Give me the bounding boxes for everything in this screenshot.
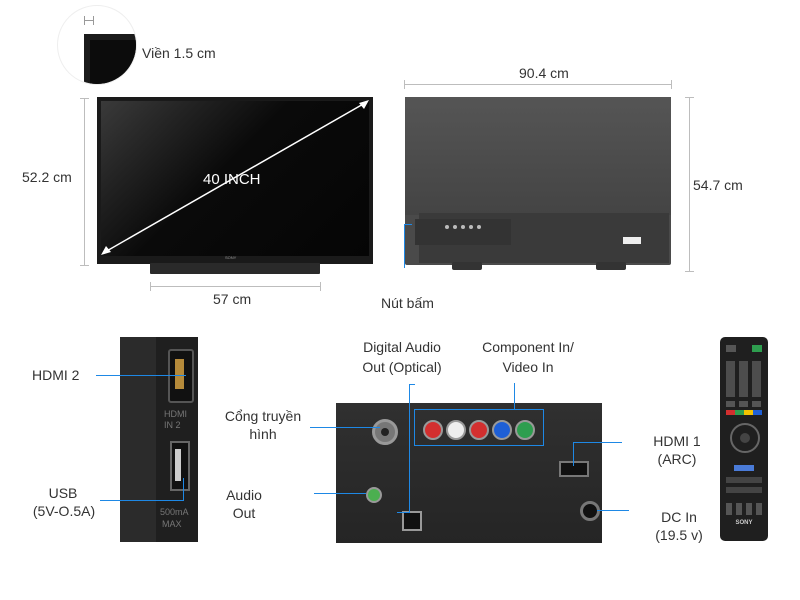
remote-color-buttons bbox=[726, 410, 762, 415]
back-stand-left bbox=[452, 262, 482, 270]
hdmi2-port bbox=[168, 349, 194, 403]
dcin-label-line2: (19.5 v) bbox=[655, 527, 703, 543]
optical-port bbox=[402, 511, 422, 531]
back-stand-right bbox=[596, 262, 626, 270]
component-label-line1: Component In/ bbox=[482, 339, 574, 355]
bezel-corner-image bbox=[84, 34, 136, 84]
front-tv-stand bbox=[150, 263, 320, 274]
back-label-sticker bbox=[623, 237, 641, 244]
antenna-label-line1: Cổng truyền bbox=[224, 408, 302, 424]
dcin-label-line1: DC In bbox=[661, 509, 697, 525]
remote-brand: SONY bbox=[735, 520, 753, 526]
diagonal-arrowhead-top bbox=[359, 100, 369, 109]
usb-port-text-ma: 500mA bbox=[160, 507, 189, 517]
dcin-port bbox=[580, 501, 600, 521]
back-button-panel bbox=[415, 219, 511, 245]
hdmi2-label: HDMI 2 bbox=[32, 367, 80, 383]
audio-out-port bbox=[366, 487, 382, 503]
usb-port bbox=[170, 441, 190, 491]
remote-control: SONY bbox=[720, 337, 768, 541]
hdmi2-port-text: HDMI bbox=[164, 409, 187, 419]
front-logo: SONY bbox=[225, 255, 237, 260]
antenna-label-line2: hình bbox=[249, 426, 277, 442]
hdmi1-label-line2: (ARC) bbox=[657, 451, 697, 467]
component-label-line2: Video In bbox=[502, 359, 554, 375]
dcin-callout bbox=[597, 510, 629, 511]
bezel-inset bbox=[57, 5, 137, 85]
antenna-callout bbox=[310, 427, 380, 428]
side-ports-photo: HDMI IN 2 500mA MAX bbox=[120, 337, 198, 542]
usb-port-text-max: MAX bbox=[162, 519, 182, 529]
back-tv bbox=[405, 97, 671, 265]
component-red-port bbox=[423, 420, 443, 440]
back-height-label: 54.7 cm bbox=[693, 177, 743, 193]
hdmi1-port bbox=[559, 461, 589, 477]
usb-label-line1: USB bbox=[48, 485, 78, 501]
hdmi2-port-text-in: IN 2 bbox=[164, 420, 181, 430]
hdmi2-callout bbox=[96, 375, 186, 376]
component-red2-port bbox=[469, 420, 489, 440]
component-green-port bbox=[515, 420, 535, 440]
remote-blue-button bbox=[734, 465, 754, 471]
digital-audio-label-line2: Out (Optical) bbox=[362, 359, 442, 375]
rear-ports-photo bbox=[336, 403, 602, 543]
remote-dpad bbox=[730, 423, 760, 453]
front-height-label: 52.2 cm bbox=[22, 169, 72, 185]
diagonal-arrow bbox=[101, 100, 369, 255]
buttons-label: Nút bấm bbox=[381, 295, 434, 311]
bezel-label: Viền 1.5 cm bbox=[142, 45, 216, 61]
remote-input-button bbox=[752, 345, 762, 352]
component-white-port bbox=[446, 420, 466, 440]
antenna-port bbox=[372, 419, 398, 445]
front-width-label: 57 cm bbox=[213, 291, 252, 307]
component-blue-port bbox=[492, 420, 512, 440]
audio-out-label-line1: Audio bbox=[226, 487, 262, 503]
hdmi1-label-line1: HDMI 1 bbox=[653, 433, 701, 449]
audio-out-callout bbox=[314, 493, 366, 494]
diagonal-label: 40 INCH bbox=[203, 171, 261, 188]
remote-power-button bbox=[726, 345, 736, 352]
digital-audio-label-line1: Digital Audio bbox=[363, 339, 441, 355]
audio-out-label-line2: Out bbox=[232, 505, 256, 521]
diagonal-arrowhead-bottom bbox=[101, 246, 111, 255]
remote-number-pad bbox=[726, 361, 762, 397]
back-width-label: 90.4 cm bbox=[519, 65, 569, 81]
usb-label-line2: (5V-O.5A) bbox=[32, 503, 96, 519]
